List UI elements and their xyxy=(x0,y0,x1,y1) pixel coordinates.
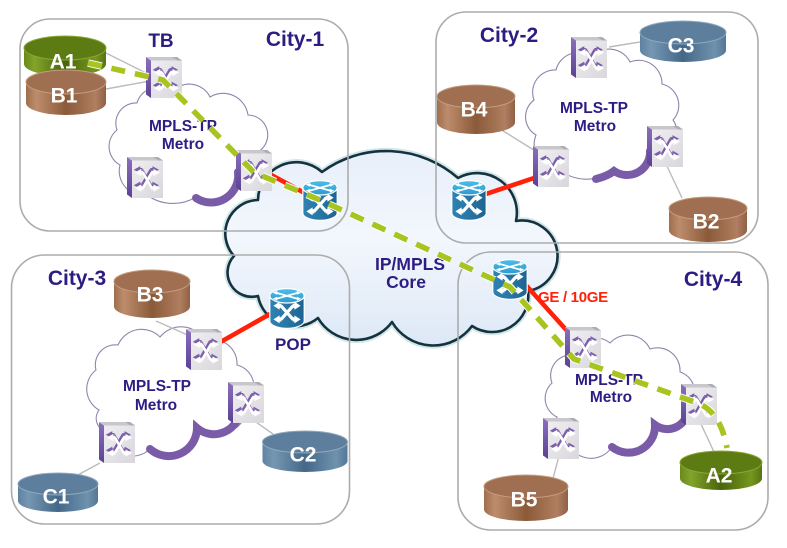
svg-text:C3: C3 xyxy=(668,35,695,58)
svg-text:TB: TB xyxy=(148,31,173,52)
svg-text:A1: A1 xyxy=(50,51,77,74)
svg-text:City-1: City-1 xyxy=(266,28,325,51)
svg-text:C2: C2 xyxy=(290,444,317,467)
svg-text:City-2: City-2 xyxy=(480,24,538,47)
svg-text:Metro: Metro xyxy=(590,389,632,406)
svg-text:City-4: City-4 xyxy=(684,268,743,291)
svg-text:C1: C1 xyxy=(43,486,70,509)
svg-text:B2: B2 xyxy=(693,211,720,234)
svg-text:B4: B4 xyxy=(461,99,488,122)
svg-text:MPLS-TP: MPLS-TP xyxy=(123,378,191,395)
svg-text:IP/MPLS: IP/MPLS xyxy=(375,254,445,274)
svg-text:B1: B1 xyxy=(51,85,78,108)
svg-text:MPLS-TP: MPLS-TP xyxy=(575,372,643,389)
svg-text:Metro: Metro xyxy=(135,397,177,414)
svg-text:Metro: Metro xyxy=(574,118,616,135)
svg-text:B3: B3 xyxy=(137,284,164,307)
svg-text:GE / 10GE: GE / 10GE xyxy=(538,289,608,306)
svg-text:Metro: Metro xyxy=(162,136,204,153)
svg-text:B5: B5 xyxy=(511,489,538,512)
svg-text:MPLS-TP: MPLS-TP xyxy=(149,118,217,135)
svg-text:Core: Core xyxy=(386,272,426,292)
svg-text:POP: POP xyxy=(275,335,311,354)
svg-text:MPLS-TP: MPLS-TP xyxy=(560,100,628,117)
svg-text:A2: A2 xyxy=(706,465,733,488)
svg-text:City-3: City-3 xyxy=(48,267,106,290)
